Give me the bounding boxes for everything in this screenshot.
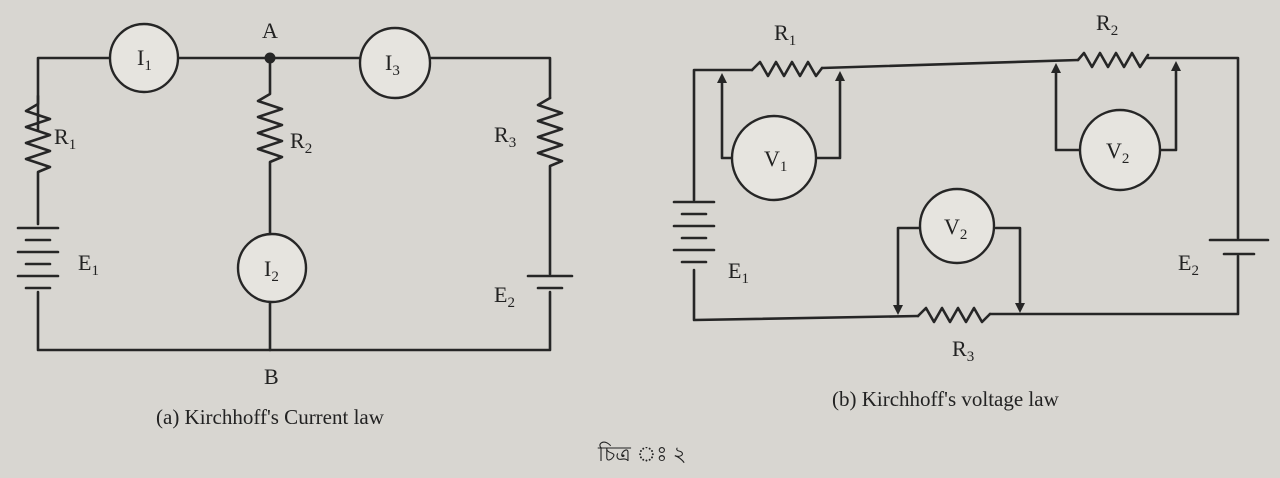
kvl-v2-top-lead-right [1158, 61, 1181, 152]
kvl-v2-mid-lead-left [893, 226, 922, 315]
kcl-i1-label: I1 [137, 45, 152, 74]
kcl-circuit: I1 I3 I2 A B R1 R2 R3 E1 E2 (a) Kirchhof… [16, 18, 574, 429]
kcl-i3-label: I3 [385, 50, 400, 79]
kcl-node-b-label: B [264, 364, 279, 389]
kvl-r1-label: R1 [774, 20, 796, 49]
kcl-e2-battery [526, 274, 574, 290]
kcl-i2-label: I2 [264, 256, 279, 285]
kvl-r2-resistor [1076, 51, 1150, 69]
kvl-bottom-right-wire [988, 254, 1240, 316]
kvl-v2-top-label: V2 [1106, 138, 1129, 167]
kvl-voltmeter-v2-mid [918, 187, 996, 265]
kvl-v2-mid-label: V2 [944, 214, 967, 243]
kvl-r3-label: R3 [952, 336, 974, 365]
kvl-e2-battery [1208, 238, 1270, 256]
kvl-v1-lead-left [717, 73, 734, 160]
kvl-bottom-left-wire [692, 268, 920, 322]
kvl-voltmeter-v1 [730, 114, 818, 202]
kcl-e2-label: E2 [494, 282, 515, 311]
kcl-e1-battery [16, 226, 60, 290]
kcl-r2-label: R2 [290, 128, 312, 157]
figure-label: চিত্র ঃ ২ [597, 442, 686, 466]
kvl-right-wire [1146, 56, 1240, 240]
kvl-caption: (b) Kirchhoff's voltage law [832, 387, 1060, 411]
kcl-ammeter-i3 [358, 26, 432, 100]
kvl-voltmeter-v2-top [1078, 108, 1162, 192]
kcl-top-left-wire [36, 56, 112, 132]
kcl-caption: (a) Kirchhoff's Current law [156, 405, 385, 429]
kcl-r3-resistor [536, 96, 564, 276]
kvl-top-wire [820, 58, 1080, 70]
kcl-e1-label: E1 [78, 250, 99, 279]
kvl-v1-lead-right [814, 71, 845, 160]
kvl-e1-label: E1 [728, 258, 749, 287]
kcl-ammeter-i1 [108, 22, 180, 94]
kcl-r3-label: R3 [494, 122, 516, 151]
kvl-v2-top-lead-left [1051, 63, 1084, 152]
kcl-ammeter-i2 [236, 232, 308, 304]
kvl-circuit: V1 V2 V2 R1 R2 R3 E1 E2 (b) Kirchhoff's … [672, 10, 1270, 411]
kvl-v1-label: V1 [764, 146, 787, 175]
kcl-r1-resistor [24, 94, 52, 226]
kcl-r2-resistor [256, 56, 284, 242]
kvl-r3-resistor [916, 306, 992, 324]
kvl-e2-label: E2 [1178, 250, 1199, 279]
kcl-node-a-dot [264, 52, 276, 64]
kcl-top-right-wire [428, 56, 552, 100]
kcl-bottom-wire [36, 290, 552, 352]
kvl-r1-resistor [750, 60, 824, 78]
kvl-left-top-wire [692, 68, 754, 202]
kvl-r2-label: R2 [1096, 10, 1118, 39]
kvl-v2-mid-lead-right [994, 226, 1025, 313]
kvl-e1-battery [672, 200, 716, 264]
kcl-r1-label: R1 [54, 124, 76, 153]
kcl-node-a-label: A [262, 18, 278, 43]
